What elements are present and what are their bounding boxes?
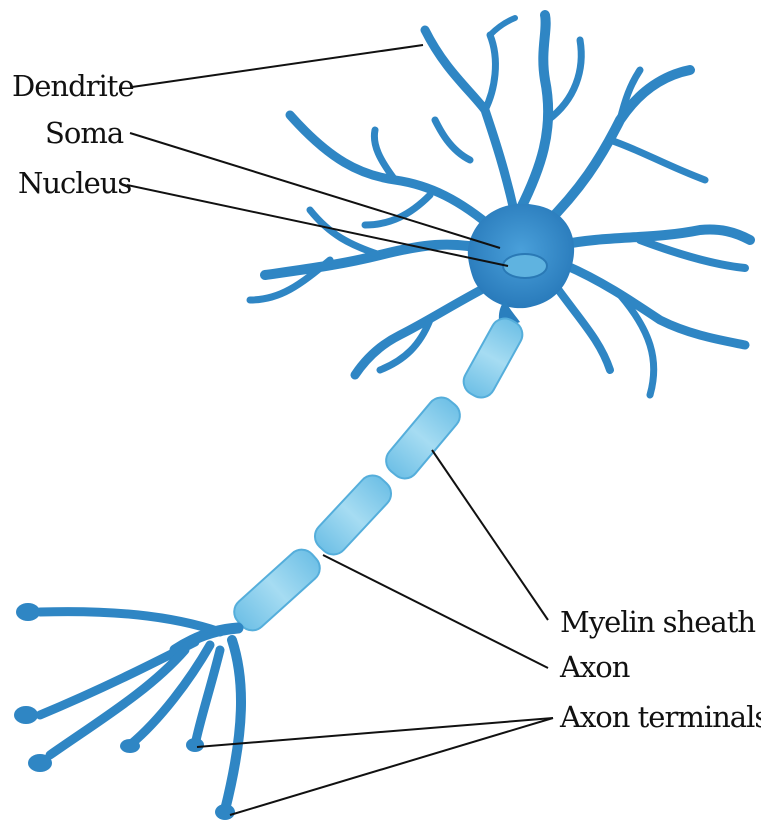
axon-terminals-label: Axon terminals xyxy=(559,700,761,734)
nucleus-body xyxy=(503,254,547,278)
axon-terminals-leader-upper xyxy=(197,718,553,747)
axon-terminal-branches xyxy=(40,612,241,810)
axon-terminals-leader-lower xyxy=(230,718,553,815)
dendrite-leader xyxy=(132,45,423,87)
soma-label: Soma xyxy=(45,116,124,150)
nucleus-label: Nucleus xyxy=(18,166,131,200)
dendrite-label: Dendrite xyxy=(12,69,134,103)
myelin-leader xyxy=(432,450,548,620)
myelin-sheath-label: Myelin sheath xyxy=(560,605,755,639)
axon-label: Axon xyxy=(559,650,630,684)
myelin-segments xyxy=(228,314,527,637)
